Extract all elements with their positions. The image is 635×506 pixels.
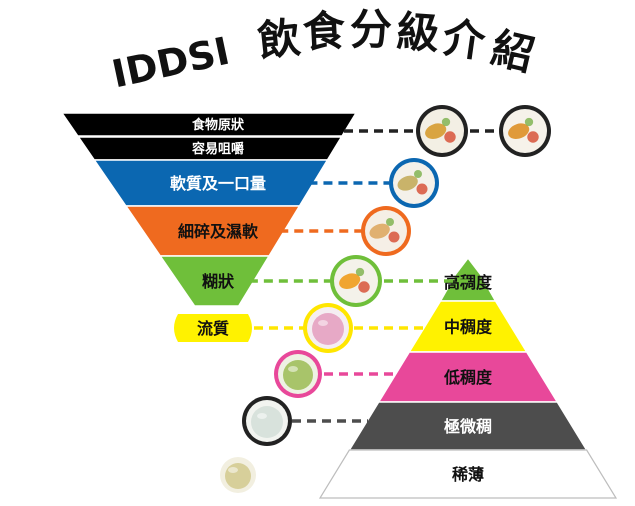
title-char: 介	[440, 12, 489, 67]
food-item	[386, 218, 394, 226]
drink-surface	[225, 463, 251, 489]
title-char: 紹	[487, 23, 539, 80]
drink-level-label: 稀薄	[452, 465, 484, 484]
food-item	[397, 175, 418, 191]
title-char: 分	[350, 5, 392, 54]
drink-level-label: 高稠度	[444, 273, 493, 292]
food-item	[416, 183, 428, 195]
liquidised-label: 流質	[197, 319, 229, 338]
liquidised-badge-shape	[174, 314, 252, 342]
drink-pyramid: 高稠度中稠度低稠度極微稠稀薄	[318, 256, 618, 499]
regular-meal-photo	[416, 105, 468, 157]
drink-surface	[251, 406, 283, 438]
liquidised-badge: 流質	[174, 314, 252, 342]
mildly-thick-drink-photo	[274, 350, 322, 398]
drink-highlight	[228, 467, 238, 473]
food-item	[388, 231, 400, 243]
puree-photo	[330, 255, 382, 307]
food-item	[508, 123, 530, 139]
title-char: 飲	[256, 13, 304, 66]
title-latin: IDDSI	[108, 29, 233, 97]
title-char: 食	[302, 6, 348, 57]
food-level-label: 軟質及一口量	[170, 174, 266, 193]
food-item	[414, 170, 422, 178]
food-item	[425, 123, 447, 139]
food-item	[339, 273, 361, 289]
drink-level-band	[318, 449, 618, 499]
drink-highlight	[318, 320, 328, 326]
food-level-label: 食物原狀	[192, 117, 245, 133]
food-item	[444, 131, 456, 143]
example-photos	[216, 105, 551, 497]
drink-level-label: 中稠度	[444, 318, 493, 337]
liquidised-drink-photo	[303, 303, 353, 353]
food-level-band	[60, 112, 358, 137]
food-item	[355, 267, 365, 277]
food-level-label: 容易咀嚼	[191, 141, 244, 157]
thin-drink-photo	[216, 453, 260, 497]
food-item	[441, 117, 451, 127]
food-level-label: 細碎及濕軟	[178, 222, 259, 241]
drink-level-label: 極微稠	[443, 417, 492, 436]
drink-surface	[312, 313, 344, 345]
drink-highlight	[257, 413, 267, 419]
diagram-title: IDDSI 飲食分級介紹	[108, 5, 539, 96]
drink-surface	[283, 360, 313, 390]
soft-bite-sized-photo	[389, 158, 439, 208]
food-item	[369, 223, 390, 239]
minced-moist-photo	[361, 206, 411, 256]
soft-fish-photo	[499, 105, 551, 157]
connector-lines	[248, 129, 500, 423]
food-item	[358, 281, 370, 293]
slightly-thick-drink-photo	[242, 396, 292, 446]
food-item	[524, 117, 534, 127]
food-level-label: 糊狀	[202, 272, 235, 291]
title-char: 級	[395, 7, 440, 59]
food-item	[527, 131, 539, 143]
drink-level-label: 低稠度	[443, 368, 493, 387]
drink-highlight	[288, 366, 298, 372]
